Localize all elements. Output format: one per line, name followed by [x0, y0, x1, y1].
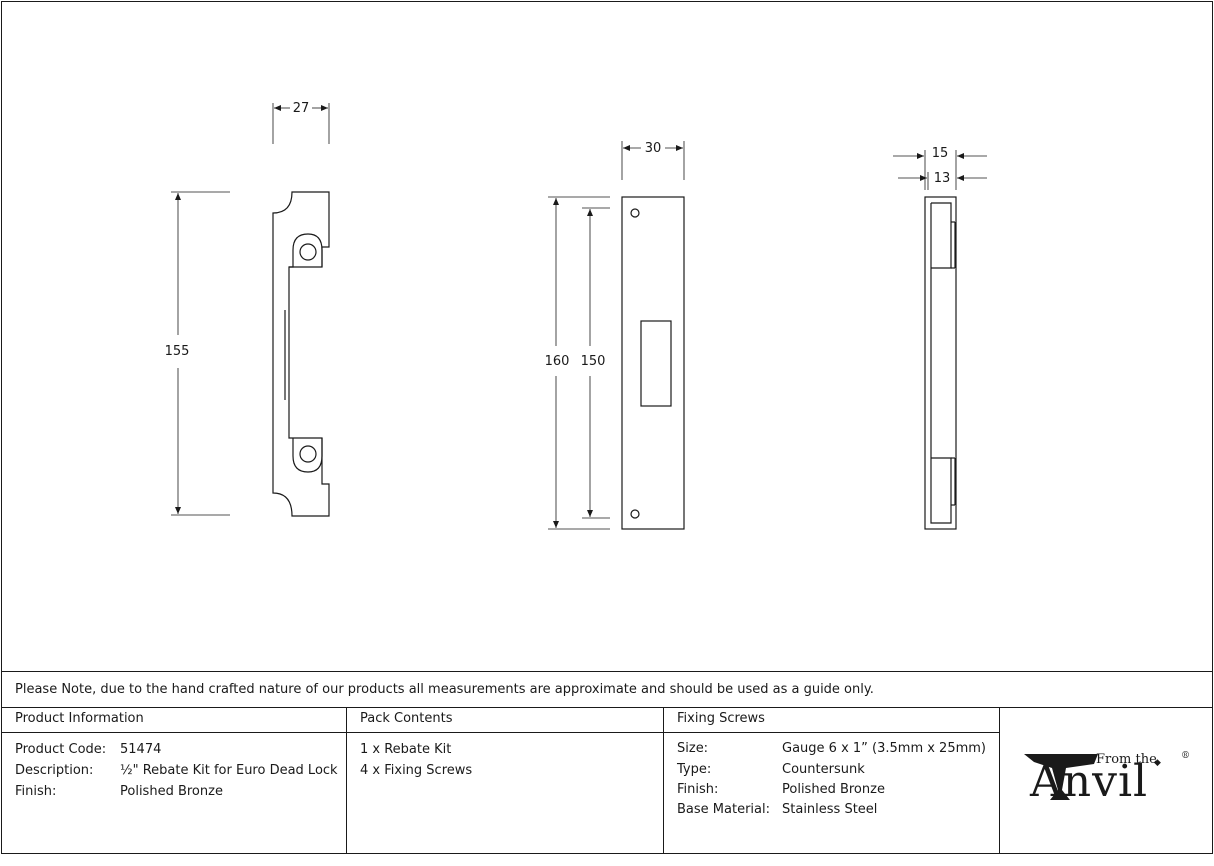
product-info-heading: Product Information [15, 711, 144, 726]
screw-type-value: Countersunk [782, 762, 865, 777]
front-view-top-hole [630, 208, 640, 218]
front-view-plate [621, 196, 685, 530]
measurement-note: Please Note, due to the hand crafted nat… [15, 682, 874, 697]
logo-big-text: Anvil [1030, 756, 1149, 807]
dim-label-front-width: 30 [645, 141, 662, 156]
screw-type-label: Type: [677, 762, 712, 777]
screw-finish-value: Polished Bronze [782, 782, 885, 797]
side-view-inner [930, 202, 952, 524]
screw-size-label: Size: [677, 741, 709, 756]
side-view [893, 150, 987, 530]
dim-label-left-width: 27 [293, 101, 310, 116]
screw-material-value: Stainless Steel [782, 802, 878, 817]
dim-label-side-outer: 15 [932, 146, 949, 161]
title-block-note-divider [1, 707, 1213, 708]
description-value: ½" Rebate Kit for Euro Dead Lock [120, 763, 338, 778]
left-view-outline [272, 191, 330, 517]
finish-value: Polished Bronze [120, 784, 223, 799]
title-block-col-3 [999, 707, 1000, 854]
anvil-logo-icon [1024, 754, 1098, 800]
fixing-screws-heading: Fixing Screws [677, 711, 765, 726]
front-view-bolt-slot [640, 320, 672, 407]
logo-small-text: From the [1096, 752, 1157, 767]
dim-label-left-height: 155 [165, 344, 190, 359]
dim-label-front-inner: 150 [581, 354, 606, 369]
screw-material-label: Base Material: [677, 802, 770, 817]
pack-item: 1 x Rebate Kit [360, 742, 452, 757]
product-code-value: 51474 [120, 742, 162, 757]
pack-contents-heading: Pack Contents [360, 711, 453, 726]
left-view [171, 103, 330, 517]
front-view-bottom-hole [630, 509, 640, 519]
pack-item: 4 x Fixing Screws [360, 763, 473, 778]
title-block-top [1, 671, 1213, 672]
description-label: Description: [15, 763, 94, 778]
dim-label-side-inner: 13 [934, 171, 951, 186]
screw-size-value: Gauge 6 x 1” (3.5mm x 25mm) [782, 741, 987, 756]
side-view-outer [924, 196, 957, 530]
front-view [548, 141, 685, 530]
left-view-bottom-lug [292, 438, 323, 473]
logo-diamond-icon: ◆ [1154, 758, 1161, 768]
title-block-header-divider [1, 732, 999, 733]
title-block-col-2 [663, 707, 664, 854]
logo-reg-mark: ® [1181, 751, 1190, 761]
product-code-label: Product Code: [15, 742, 107, 757]
left-view-top-hole [299, 243, 317, 261]
dim-label-front-outer: 160 [545, 354, 570, 369]
left-view-top-lug [289, 233, 323, 268]
finish-label: Finish: [15, 784, 57, 799]
left-view-bottom-hole [299, 445, 317, 463]
screw-finish-label: Finish: [677, 782, 719, 797]
title-block-col-1 [346, 707, 347, 854]
